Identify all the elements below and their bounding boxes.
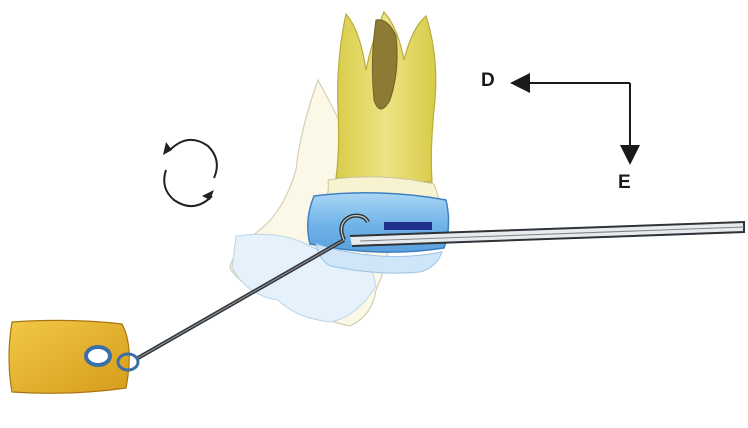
rotation-arrows-icon <box>163 140 217 206</box>
molar-tooth-icon <box>320 12 444 218</box>
direction-label-e: E <box>618 173 631 192</box>
direction-label-d: D <box>481 71 495 90</box>
bracket-slot <box>384 222 432 230</box>
direction-axes-icon <box>520 83 630 155</box>
orthodontic-wire-icon <box>138 216 744 358</box>
weight-anchor-icon <box>9 320 138 393</box>
